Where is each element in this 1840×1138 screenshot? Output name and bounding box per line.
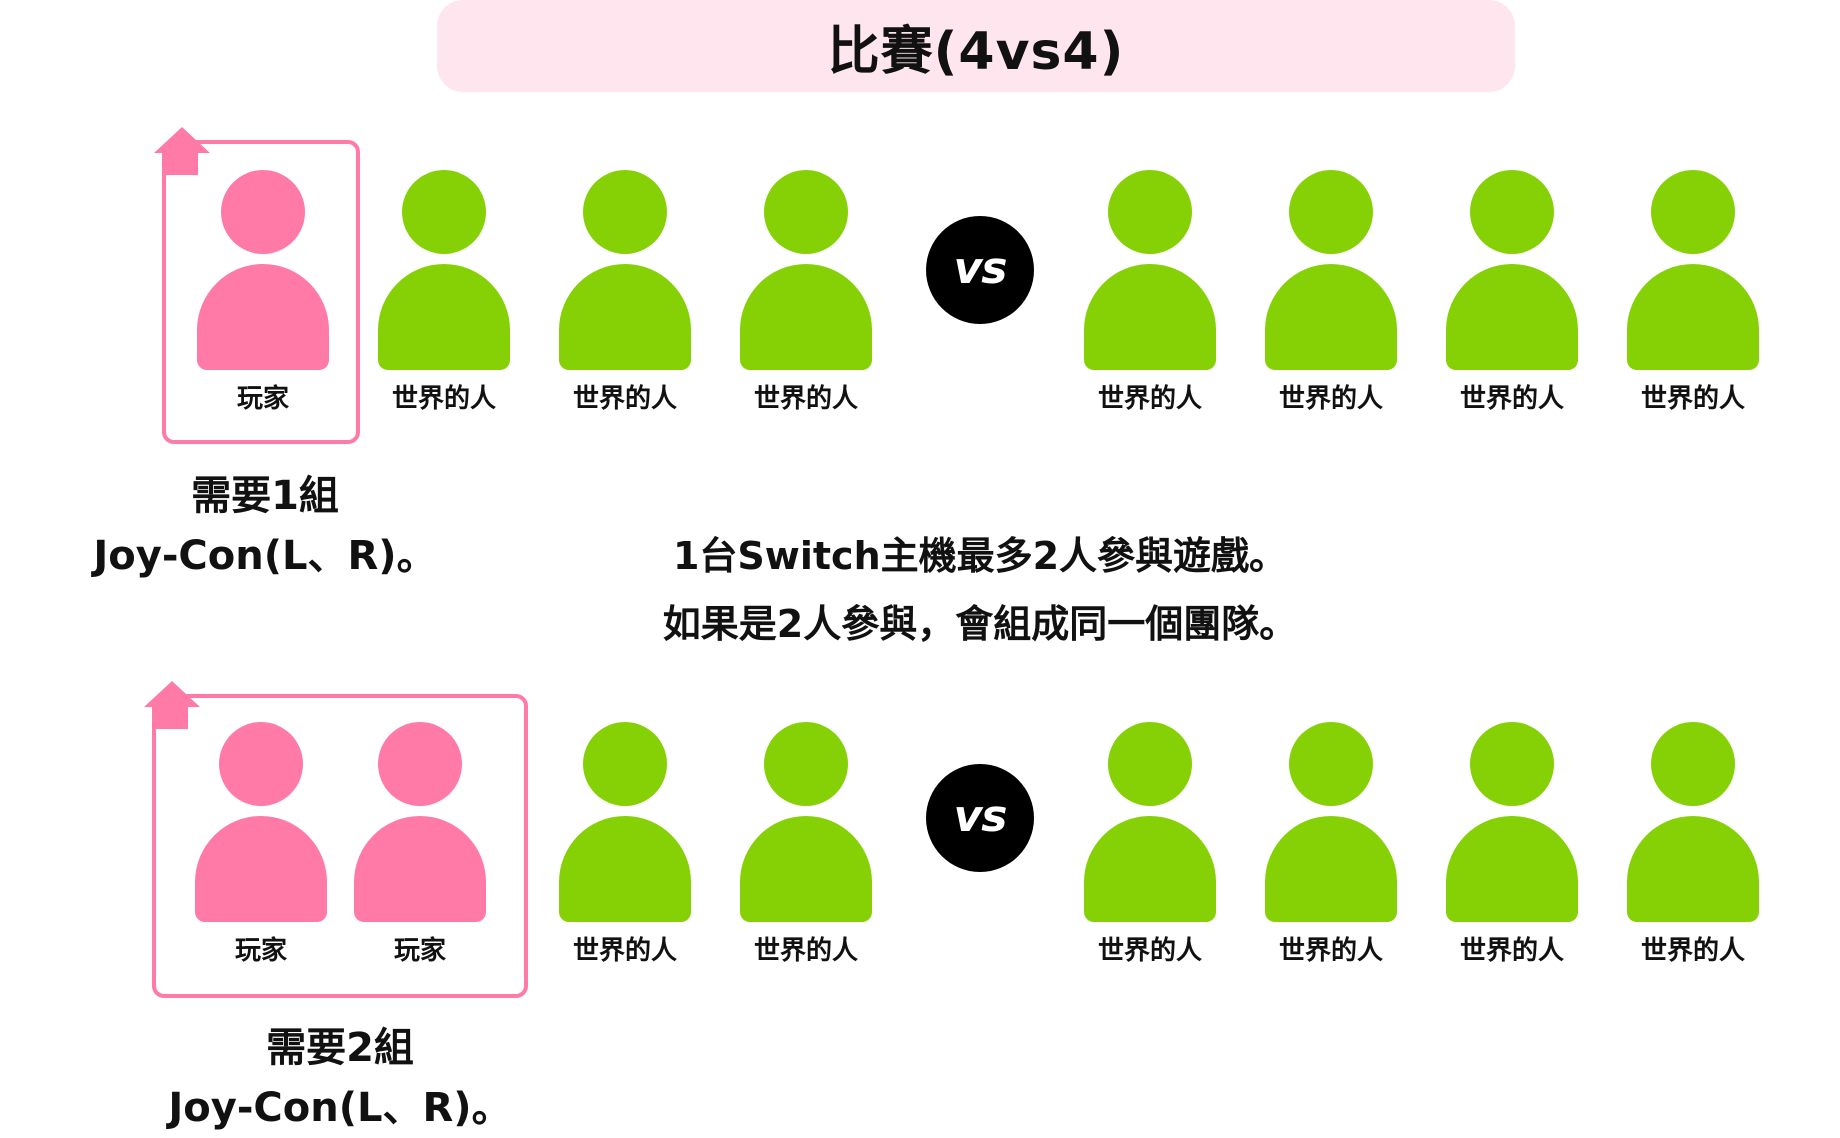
person-icon xyxy=(1446,170,1578,370)
person-icon xyxy=(1084,722,1216,922)
joycon-note-1: 需要1組 Joy-Con(L、R)。 xyxy=(60,466,470,586)
world-person-label: 世界的人 xyxy=(572,936,677,966)
person-icon xyxy=(197,170,329,370)
person-icon xyxy=(559,170,691,370)
world-person-label: 世界的人 xyxy=(1097,384,1202,414)
title-banner: 比賽(4vs4) xyxy=(437,0,1515,92)
world-person-label: 世界的人 xyxy=(1459,384,1564,414)
world-person-label: 世界的人 xyxy=(1640,384,1745,414)
page-title: 比賽(4vs4) xyxy=(827,21,1125,82)
person-icon xyxy=(195,722,327,922)
player-label: 玩家 xyxy=(393,936,446,966)
world-person-label: 世界的人 xyxy=(753,384,858,414)
world-person-label: 世界的人 xyxy=(1459,936,1564,966)
vs-text: vs xyxy=(953,790,1008,842)
player-label: 玩家 xyxy=(236,384,289,414)
note-line: Joy-Con(L、R)。 xyxy=(93,533,437,579)
upload-arrow-icon xyxy=(144,681,200,729)
player-frame-2 xyxy=(152,694,528,998)
player-frame-1 xyxy=(162,140,360,444)
person-icon xyxy=(1627,170,1759,370)
person-icon xyxy=(559,722,691,922)
person-icon xyxy=(354,722,486,922)
person-icon xyxy=(1446,722,1578,922)
note-line: Joy-Con(L、R)。 xyxy=(168,1085,512,1131)
vs-badge: vs xyxy=(926,216,1034,324)
person-icon xyxy=(1265,170,1397,370)
center-note-line: 1台Switch主機最多2人參與遊戲。 xyxy=(672,534,1288,578)
center-note: 1台Switch主機最多2人參與遊戲。 如果是2人參與，會組成同一個團隊。 xyxy=(580,522,1380,658)
person-icon xyxy=(740,170,872,370)
center-note-line: 如果是2人參與，會組成同一個團隊。 xyxy=(662,602,1298,646)
person-icon xyxy=(740,722,872,922)
world-person-label: 世界的人 xyxy=(391,384,496,414)
note-line: 需要1組 xyxy=(191,473,339,519)
world-person-label: 世界的人 xyxy=(1278,384,1383,414)
person-icon xyxy=(1084,170,1216,370)
person-icon xyxy=(378,170,510,370)
person-icon xyxy=(1265,722,1397,922)
world-person-label: 世界的人 xyxy=(1640,936,1745,966)
world-person-label: 世界的人 xyxy=(1097,936,1202,966)
world-person-label: 世界的人 xyxy=(1278,936,1383,966)
world-person-label: 世界的人 xyxy=(753,936,858,966)
joycon-note-2: 需要2組 Joy-Con(L、R)。 xyxy=(140,1018,540,1138)
note-line: 需要2組 xyxy=(266,1025,414,1071)
player-label: 玩家 xyxy=(234,936,287,966)
upload-arrow-icon xyxy=(154,127,210,175)
vs-badge: vs xyxy=(926,764,1034,872)
vs-text: vs xyxy=(953,242,1008,294)
person-icon xyxy=(1627,722,1759,922)
world-person-label: 世界的人 xyxy=(572,384,677,414)
